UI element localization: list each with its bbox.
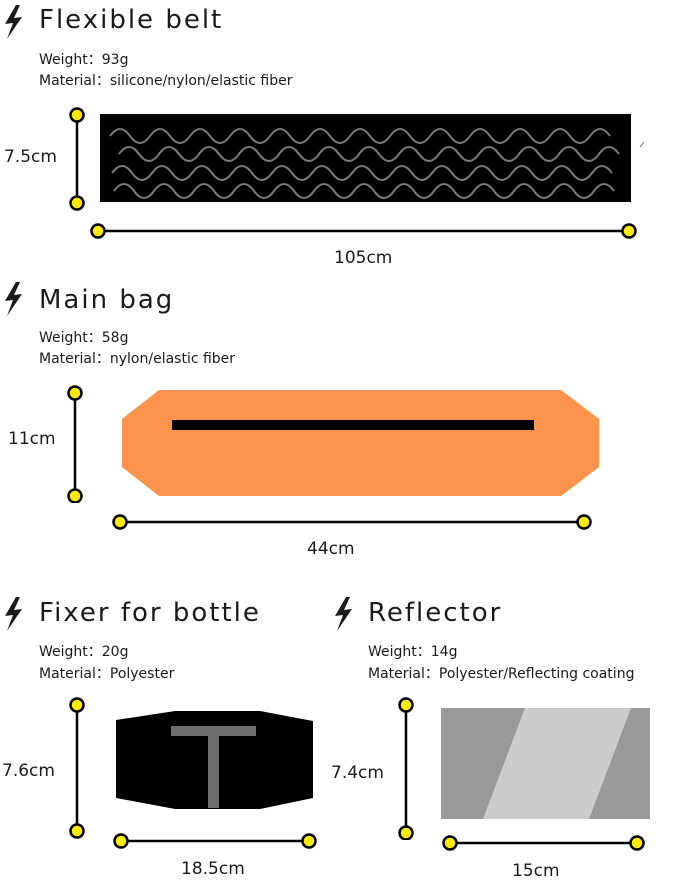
- dimension-endpoint-dot: [69, 823, 85, 839]
- dimension-endpoint-dot: [301, 833, 317, 849]
- height-dimension-line: [67, 385, 83, 503]
- section-title: Reflector: [368, 598, 503, 628]
- section-title: Flexible belt: [39, 5, 224, 35]
- reflector-illustration: [441, 708, 650, 819]
- dimension-endpoint-dot: [69, 107, 85, 123]
- height-label: 7.6cm: [2, 761, 55, 781]
- dimension-endpoint-dot: [90, 223, 106, 239]
- width-label: 18.5cm: [181, 859, 245, 879]
- section-title: Fixer for bottle: [39, 598, 261, 628]
- material-spec: Material：nylon/elastic fiber: [39, 351, 236, 367]
- height-dimension-line: [398, 697, 414, 840]
- lightning-bolt-icon: [5, 597, 22, 631]
- width-dimension-line: [112, 514, 592, 530]
- belt-illustration: [100, 114, 645, 202]
- dimension-endpoint-dot: [629, 835, 645, 851]
- width-label: 44cm: [307, 539, 355, 559]
- height-dimension-line: [69, 107, 85, 211]
- height-dimension-line: [69, 697, 85, 839]
- dimension-endpoint-dot: [67, 488, 83, 503]
- dimension-endpoint-dot: [576, 514, 592, 530]
- dimension-endpoint-dot: [442, 835, 458, 851]
- lightning-bolt-icon: [5, 282, 22, 316]
- section-title: Main bag: [39, 285, 175, 315]
- dimension-endpoint-dot: [398, 825, 414, 840]
- width-label: 105cm: [334, 248, 393, 268]
- dimension-endpoint-dot: [69, 697, 85, 713]
- weight-spec: Weight：20g: [39, 644, 129, 660]
- material-spec: Material：silicone/nylon/elastic fiber: [39, 73, 293, 89]
- material-spec: Material：Polyester/Reflecting coating: [368, 666, 635, 682]
- weight-spec: Weight：58g: [39, 330, 129, 346]
- width-dimension-line: [442, 835, 645, 851]
- dimension-endpoint-dot: [621, 223, 637, 239]
- width-dimension-line: [90, 223, 637, 239]
- width-label: 15cm: [512, 861, 560, 881]
- main-bag-illustration: [121, 390, 600, 496]
- dimension-endpoint-dot: [67, 385, 83, 401]
- height-label: 11cm: [8, 429, 56, 449]
- dimension-endpoint-dot: [69, 195, 85, 211]
- height-label: 7.4cm: [331, 763, 384, 783]
- lightning-bolt-icon: [5, 5, 22, 39]
- dimension-endpoint-dot: [112, 514, 128, 530]
- lightning-bolt-icon: [335, 597, 352, 631]
- width-dimension-line: [113, 833, 317, 849]
- weight-spec: Weight：93g: [39, 52, 129, 68]
- bottle-fixer-illustration: [116, 711, 313, 809]
- material-spec: Material：Polyester: [39, 666, 175, 682]
- dimension-endpoint-dot: [398, 697, 414, 713]
- height-label: 7.5cm: [4, 147, 57, 167]
- weight-spec: Weight：14g: [368, 644, 458, 660]
- dimension-endpoint-dot: [113, 833, 129, 849]
